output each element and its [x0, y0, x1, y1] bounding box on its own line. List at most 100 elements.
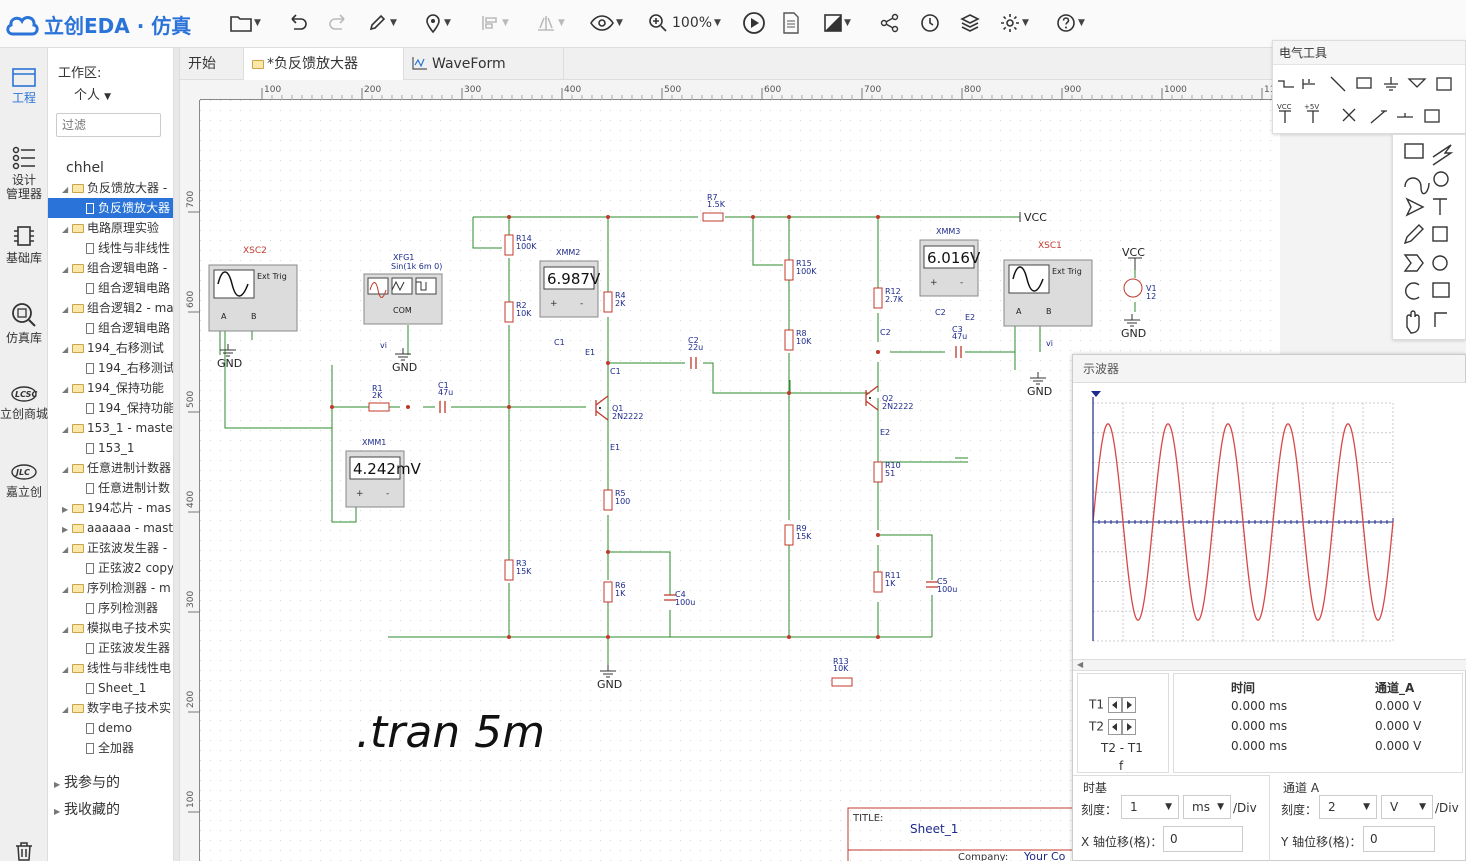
view-menu[interactable]: ▼ [590, 10, 623, 36]
ground-tool-icon[interactable] [1384, 77, 1398, 91]
favorites-section[interactable]: ▶我收藏的 [54, 802, 120, 818]
expand-triangle-icon[interactable]: ◢ [62, 465, 69, 474]
resistor-R1[interactable] [368, 402, 390, 412]
tree-folder[interactable]: ◢194_保持功能 [48, 378, 173, 398]
expand-triangle-icon[interactable]: ◢ [62, 265, 69, 274]
tab-schematic[interactable]: *负反馈放大器 [244, 48, 404, 80]
resistor-R14[interactable] [504, 234, 514, 256]
tree-file[interactable]: Sheet_1 [48, 678, 173, 698]
ground-symbol[interactable] [600, 665, 616, 678]
oscilloscope-window[interactable]: 示波器 ◀ T1 T2 T2 - T1 f 时间 通道_A 0.000 ms 0… [1072, 354, 1466, 861]
tree-folder[interactable]: ◢负反馈放大器 - [48, 178, 173, 198]
text-icon[interactable] [1433, 198, 1447, 215]
resistor-R15[interactable] [784, 259, 794, 281]
yshift-input[interactable]: 0 [1363, 826, 1435, 852]
resistor-R11[interactable] [873, 571, 883, 593]
hand-icon[interactable] [1406, 310, 1420, 334]
tran-directive[interactable]: .tran 5m [356, 707, 545, 758]
history-button[interactable] [920, 10, 940, 36]
group-tool-icon[interactable] [1424, 109, 1440, 123]
tree-folder[interactable]: ◢任意进制计数器 [48, 458, 173, 478]
flip-menu[interactable]: ▼ [536, 10, 565, 36]
expand-triangle-icon[interactable]: ◢ [62, 665, 69, 674]
resistor-R6[interactable] [603, 581, 613, 603]
expand-triangle-icon[interactable]: ◢ [62, 705, 69, 714]
sheet-tool-icon[interactable] [1436, 77, 1452, 91]
filter-input[interactable] [56, 113, 161, 137]
resistor-R5[interactable] [603, 489, 613, 511]
netlist-button[interactable] [782, 10, 800, 36]
resistor-R3[interactable] [504, 559, 514, 581]
arc-center-icon[interactable] [1433, 171, 1449, 187]
capacitor-C4[interactable] [664, 594, 676, 601]
resistor-R8[interactable] [784, 329, 794, 351]
participate-section[interactable]: ▶我参与的 [54, 775, 120, 791]
tree-folder[interactable]: ◢序列检测器 - m [48, 578, 173, 598]
vcc-tool-icon[interactable] [1279, 110, 1291, 123]
tree-file[interactable]: 组合逻辑电路 [48, 318, 173, 338]
t1-right-button[interactable] [1121, 697, 1136, 713]
layers-button[interactable] [960, 10, 980, 36]
tab-waveform[interactable]: WaveForm [404, 48, 564, 80]
probe-tool-icon[interactable] [1370, 110, 1387, 124]
redo-button[interactable] [328, 10, 348, 36]
theme-menu[interactable]: ▼ [824, 10, 851, 36]
tree-folder[interactable]: ◢组合逻辑2 - ma [48, 298, 173, 318]
workspace-select[interactable]: 个人 ▼ [74, 88, 112, 103]
polyline-icon[interactable] [1403, 254, 1424, 272]
resistor-R4[interactable] [603, 291, 613, 313]
scope-scrollbar[interactable]: ◀ [1073, 659, 1466, 671]
netport-tool-icon[interactable] [1407, 78, 1427, 88]
resistor-R9[interactable] [784, 524, 794, 546]
netlabel-tool-icon[interactable] [1356, 77, 1372, 89]
collapse-triangle-icon[interactable]: ▶ [62, 525, 69, 534]
tree-file[interactable]: 全加器 [48, 738, 173, 758]
tree-folder[interactable]: ◢194_右移测试 [48, 338, 173, 358]
tree-folder[interactable]: ▶194芯片 - mas [48, 498, 173, 518]
resistor-R13[interactable] [831, 677, 853, 687]
tree-folder[interactable]: ◢模拟电子技术实 [48, 618, 173, 638]
t2-left-button[interactable] [1107, 719, 1122, 735]
ground-symbol[interactable] [395, 348, 411, 361]
tree-file[interactable]: 任意进制计数 [48, 478, 173, 498]
resistor-R10[interactable] [873, 461, 883, 483]
settings-menu[interactable]: ▼ [1000, 10, 1029, 36]
tree-file[interactable]: 194_保持功能 [48, 398, 173, 418]
trash-button[interactable] [0, 840, 48, 861]
ground-symbol[interactable] [220, 344, 236, 357]
pencil-draw-icon[interactable] [1403, 224, 1424, 245]
nav-basic-library[interactable]: 基础库 [0, 224, 48, 265]
tree-file[interactable]: 负反馈放大器 [48, 198, 173, 218]
align-menu[interactable]: ▼ [480, 10, 509, 36]
undo-button[interactable] [288, 10, 308, 36]
nav-design-manager[interactable]: 设计 管理器 [0, 146, 48, 201]
help-menu[interactable]: ▼ [1056, 10, 1085, 36]
t2-right-button[interactable] [1121, 719, 1136, 735]
expand-triangle-icon[interactable]: ◢ [62, 585, 69, 594]
capacitor-C3[interactable] [955, 346, 962, 358]
tree-folder[interactable]: ◢组合逻辑电路 - [48, 258, 173, 278]
tree-file[interactable]: 线性与非线性 [48, 238, 173, 258]
share-button[interactable] [880, 10, 900, 36]
timebase-scale-select[interactable]: 1▼ [1121, 795, 1179, 819]
nav-lcsc-mall[interactable]: LCSC 立创商城 [0, 384, 48, 421]
tree-folder[interactable]: ▶aaaaaa - mast [48, 518, 173, 538]
nav-project[interactable]: 工程 [0, 66, 48, 105]
expand-triangle-icon[interactable]: ◢ [62, 185, 69, 194]
capacitor-C5[interactable] [926, 581, 938, 588]
line-tool-icon[interactable] [1330, 76, 1346, 92]
voltage-source-v1[interactable] [1123, 278, 1143, 298]
image-frame-icon[interactable] [1404, 143, 1424, 159]
trigger-marker-icon[interactable] [1091, 391, 1101, 397]
expand-triangle-icon[interactable]: ◢ [62, 425, 69, 434]
resistor-R12[interactable] [873, 287, 883, 309]
tree-folder[interactable]: ◢电路原理实验 [48, 218, 173, 238]
t1-left-button[interactable] [1107, 697, 1122, 713]
tree-folder[interactable]: ◢数字电子技术实 [48, 698, 173, 718]
oscilloscope-screen[interactable] [1073, 383, 1466, 659]
tree-folder[interactable]: ◢153_1 - maste [48, 418, 173, 438]
tree-file[interactable]: 正弦波发生器 [48, 638, 173, 658]
tab-start[interactable]: 开始 [180, 48, 244, 80]
nav-jlc[interactable]: JLC 嘉立创 [0, 462, 48, 499]
tree-folder[interactable]: ◢线性与非线性电 [48, 658, 173, 678]
